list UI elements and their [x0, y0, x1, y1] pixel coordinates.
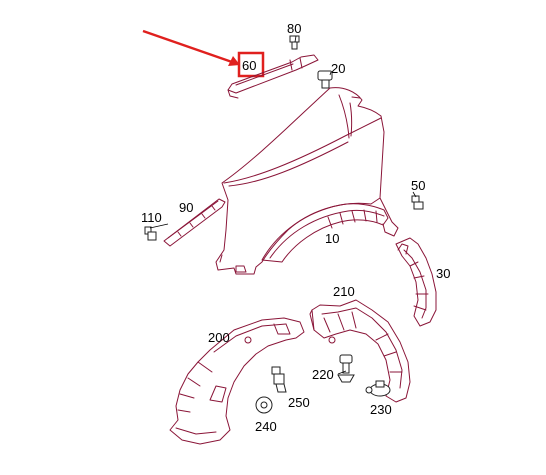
part-10-fender: [215, 87, 399, 275]
part-labels: 80 60 20 90 110 50 10 30 210 200 220 250…: [141, 21, 450, 434]
label-30: 30: [436, 266, 450, 281]
label-10: 10: [325, 231, 339, 246]
label-250: 250: [288, 395, 310, 410]
label-60: 60: [242, 58, 256, 73]
part-250-clip: [271, 366, 287, 393]
label-80: 80: [287, 21, 301, 36]
label-220: 220: [312, 367, 334, 382]
part-30-liner: [395, 237, 437, 327]
part-210-liner: [309, 299, 411, 403]
label-210: 210: [333, 284, 355, 299]
leader-lines: [149, 35, 417, 375]
label-20: 20: [331, 61, 345, 76]
label-230: 230: [370, 402, 392, 417]
part-80-bolt: [289, 35, 300, 50]
highlight-box: [237, 51, 265, 78]
part-200-liner: [169, 317, 305, 445]
part-240-screw: [255, 396, 273, 414]
part-90-trim-strip: [163, 198, 226, 247]
part-230-screw: [365, 380, 391, 397]
part-220-rivet: [337, 354, 355, 383]
part-60-bracket: [227, 54, 319, 99]
label-90: 90: [179, 200, 193, 215]
label-110: 110: [141, 210, 162, 225]
label-50: 50: [411, 178, 425, 193]
callout-arrow: [142, 29, 240, 66]
label-200: 200: [208, 330, 230, 345]
label-240: 240: [255, 419, 277, 434]
part-50-clip: [411, 195, 424, 210]
part-110-clip: [144, 226, 157, 241]
part-20-screw: [317, 70, 333, 89]
